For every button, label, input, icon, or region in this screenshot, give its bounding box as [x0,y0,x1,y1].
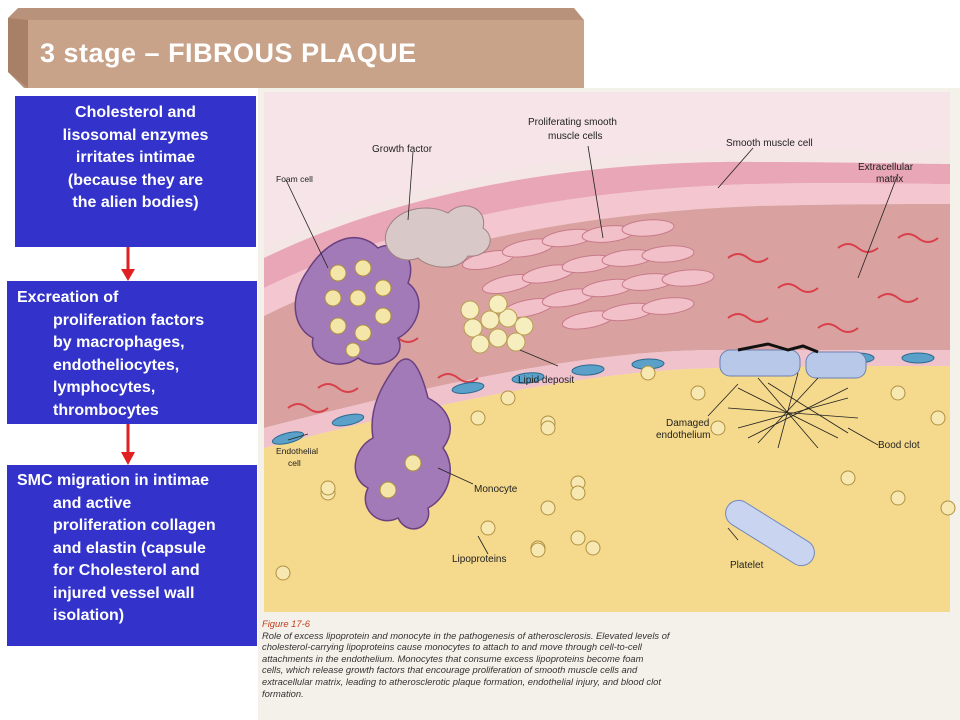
caption-line: Role of excess lipoprotein and monocyte … [262,629,670,641]
illustration-svg: Growth factor Proliferating smooth muscl… [264,92,956,612]
box-line: lisosomal enzymes [62,126,209,144]
label-extracellular-2: matrix [876,174,903,185]
box-line: SMC migration in intimae [17,472,210,489]
label-foam-cell: Foam cell [276,174,313,184]
caption-line: formation. [262,687,304,699]
box-line: isolation) [53,607,125,624]
caption-line: attachments in the endothelium. Monocyte… [262,652,644,664]
box-line: and elastin (capsule [53,539,206,557]
box-line: by macrophages, [53,334,185,351]
box-line: Cholesterol and [75,104,196,121]
lipoproteins [275,365,956,581]
caption-line: cholesterol-carrying lipoproteins cause … [262,641,642,653]
down-arrow-2 [121,424,135,465]
box-line: proliferation factors [53,311,205,329]
lipid-deposit [460,294,534,354]
caption-line: cells, which release growth factors that… [262,664,638,676]
damaged-endothelium [719,342,867,379]
label-lipoproteins: Lipoproteins [452,554,506,565]
title-banner: 3 stage – FIBROUS PLAQUE [8,8,584,90]
box-line: lymphocytes, [53,379,156,396]
label-extracellular: Extracellular [858,162,914,173]
slide-title: 3 stage – FIBROUS PLAQUE [40,38,417,68]
figure-number: Figure 17-6 [262,618,310,629]
text-box-smc-migration: SMC migration in intimae and active prol… [7,465,257,646]
label-growth-factor: Growth factor [372,144,433,155]
caption-line: extracellular matrix, leading to atheros… [262,675,662,687]
banner-shape [8,8,584,88]
box-line: irritates intimae [75,149,196,166]
label-lipid-deposit: Lipid deposit [518,375,574,386]
label-blood-clot: Bood clot [878,440,920,451]
leader-lines [285,145,899,555]
growth-factor-cloud [384,205,491,268]
monocyte-lipoproteins [379,454,422,499]
platelet [725,499,815,567]
blood-clot-fibers [727,372,859,449]
upper-lumen [264,92,950,248]
label-proliferating-smc-2: muscle cells [548,131,602,142]
label-proliferating-smc: Proliferating smooth [528,117,617,128]
label-endothelial: Endothelial [276,446,318,456]
box-line: proliferation collagen [53,517,216,534]
box-line: thrombocytes [53,401,159,419]
foam-cell-lipids [324,259,392,358]
label-damaged: Damaged [666,418,709,429]
box-line: (because they are [67,171,204,189]
box-line: for Cholesterol and [53,562,200,579]
box-line: endotheliocytes, [53,356,180,374]
box-line: Excreation of [17,289,119,306]
label-monocyte: Monocyte [474,484,518,495]
smooth-muscle-cells [462,219,715,330]
text-box-cholesterol: Cholesterol and lisosomal enzymes irrita… [15,96,256,247]
text-box-proliferation-factors: Excreation of proliferation factors by m… [7,281,257,424]
label-smooth-muscle-cell: Smooth muscle cell [726,138,813,149]
down-arrow-1 [121,247,135,281]
monocyte-cell [354,358,451,530]
label-endothelial-cell: cell [288,458,301,468]
figure-caption: Figure 17-6 Role of excess lipoprotein a… [262,618,782,699]
box-line: and active [53,494,132,512]
box-line: the alien bodies) [72,194,199,211]
atherosclerosis-illustration: Growth factor Proliferating smooth muscl… [258,88,960,720]
label-platelet: Platelet [730,560,764,571]
box-line: injured vessel wall [53,584,195,602]
label-endothelium: endothelium [656,430,710,441]
